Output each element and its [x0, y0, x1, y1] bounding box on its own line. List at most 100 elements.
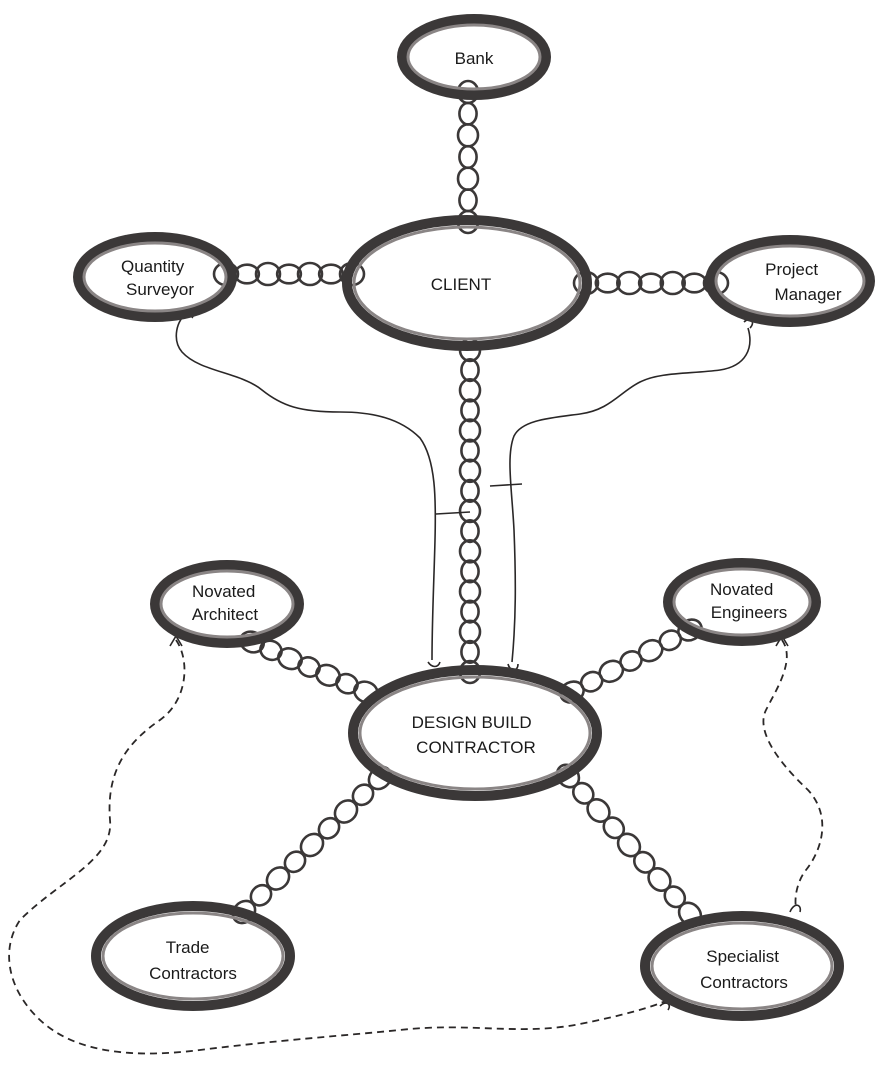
- chain-link: [458, 579, 482, 604]
- chain-link: [615, 270, 643, 296]
- chain-specialist-contractors-to-design-build-contractor: [555, 763, 703, 927]
- label-line: Manager: [774, 285, 841, 304]
- chain-link: [458, 101, 478, 126]
- chain-link: [275, 263, 303, 285]
- node-label-quantity-surveyor: Quantity Surveyor: [121, 257, 194, 299]
- chain-link: [276, 647, 304, 671]
- chain-link: [333, 799, 359, 824]
- label-line: Project: [765, 260, 818, 279]
- chain-link: [296, 261, 324, 287]
- dashed-thread-architect-to-specialist: [8, 639, 669, 1055]
- node-label-novated-architect: Novated Architect: [192, 582, 260, 624]
- chain-link: [456, 123, 480, 148]
- dashed-hook-specialist-bottom: [659, 1002, 671, 1011]
- chain-link: [579, 670, 604, 693]
- chain-link: [460, 639, 480, 665]
- chain-link: [594, 272, 621, 294]
- chain-link: [335, 672, 359, 695]
- chain-link: [637, 638, 664, 663]
- label-line: Trade: [166, 938, 210, 957]
- chain-link: [632, 850, 656, 874]
- chain-link: [283, 850, 307, 874]
- label-line: Contractors: [700, 973, 788, 992]
- chain-link: [317, 263, 345, 285]
- chain-link: [259, 639, 283, 662]
- label-line: Novated: [192, 582, 255, 601]
- node-client: CLIENT: [342, 215, 592, 351]
- label-line: Quantity: [121, 257, 185, 276]
- chain-link: [254, 261, 282, 287]
- chain-link: [460, 599, 480, 624]
- chain-link: [460, 478, 480, 503]
- chain-link: [460, 398, 480, 423]
- chain-link: [458, 619, 482, 645]
- node-novated-architect: Novated Architect: [150, 560, 304, 648]
- label-line: Architect: [192, 605, 258, 624]
- chain-link: [460, 559, 480, 584]
- node-label-design-build-contractor: DESIGN BUILD CONTRACTOR: [412, 713, 537, 757]
- label-line: CLIENT: [431, 275, 491, 294]
- dashed-hook-specialist-top: [789, 904, 802, 913]
- chain-link: [297, 656, 321, 678]
- node-novated-engineers: Novated Engineers: [663, 558, 821, 646]
- chain-link: [598, 659, 625, 684]
- node-label-specialist-contractors: Specialist Contractors: [700, 947, 788, 992]
- chain-bank-to-client: [456, 79, 480, 235]
- chain-link: [249, 883, 273, 907]
- chain-trade-contractors-to-design-build-contractor: [231, 765, 393, 925]
- chain-link: [458, 144, 478, 170]
- thread-crossbar-left: [435, 511, 471, 515]
- chain-link: [602, 816, 626, 840]
- chain-link: [458, 538, 482, 564]
- chain-link: [663, 885, 687, 909]
- label-line: Engineers: [711, 603, 788, 622]
- chain-links-layer: [212, 79, 730, 927]
- label-line: Specialist: [706, 947, 779, 966]
- chain-link: [571, 781, 595, 805]
- node-bank: Bank: [397, 14, 551, 100]
- label-line: Novated: [710, 580, 773, 599]
- chain-link: [658, 629, 683, 652]
- chain-link: [351, 783, 375, 807]
- label-line: Bank: [455, 49, 494, 68]
- chain-link: [317, 816, 341, 840]
- label-line: DESIGN BUILD: [412, 713, 532, 732]
- chain-link: [460, 357, 480, 383]
- chain-link: [456, 166, 480, 191]
- dashed-thread-engineers-to-specialist: [762, 639, 824, 909]
- thread-crossbar-right: [489, 483, 523, 487]
- chain-link: [460, 518, 480, 544]
- chain-link: [616, 832, 642, 858]
- label-line: Surveyor: [126, 280, 194, 299]
- chain-link: [637, 272, 665, 294]
- chain-link: [458, 498, 482, 524]
- chain-link: [458, 188, 478, 213]
- node-label-trade-contractors: Trade Contractors: [149, 938, 237, 983]
- chain-link: [460, 438, 480, 463]
- chain-link: [299, 832, 325, 858]
- node-design-build-contractor: DESIGN BUILD CONTRACTOR: [348, 665, 602, 801]
- node-label-novated-engineers: Novated Engineers: [710, 580, 787, 622]
- chain-link: [586, 798, 611, 823]
- thread-quantity-surveyor-to-contractor: [175, 311, 437, 661]
- label-line: Contractors: [149, 964, 237, 983]
- thread-project-manager-to-contractor: [509, 327, 751, 663]
- node-label-project-manager: Project Manager: [765, 260, 842, 304]
- node-quantity-surveyor: Quantity Surveyor: [73, 232, 237, 322]
- chain-link: [458, 458, 482, 484]
- label-line: CONTRACTOR: [416, 738, 536, 757]
- chain-link: [458, 377, 482, 403]
- chain-link: [647, 867, 672, 892]
- chain-link: [619, 650, 643, 672]
- node-project-manager: Project Manager: [705, 235, 875, 327]
- node-specialist-contractors: Specialist Contractors: [640, 911, 844, 1021]
- node-trade-contractors: Trade Contractors: [91, 901, 295, 1011]
- chain-client-to-design-build-contractor: [458, 337, 482, 685]
- node-label-bank: Bank: [455, 49, 494, 68]
- node-label-client: CLIENT: [431, 275, 491, 294]
- chain-link: [265, 866, 291, 891]
- chain-link: [458, 418, 482, 443]
- chain-client-to-project-manager: [572, 270, 730, 296]
- chain-link: [314, 663, 342, 687]
